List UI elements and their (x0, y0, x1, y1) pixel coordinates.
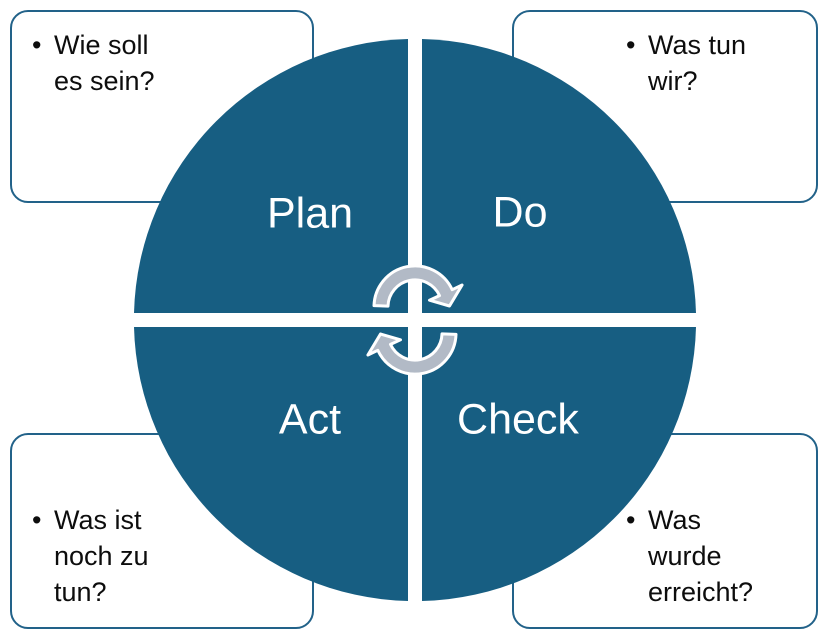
list-item: • Was ist noch zu tun? (12, 435, 312, 610)
quadrant-act (134, 327, 408, 601)
list-item: • Wie soll es sein? (12, 12, 312, 99)
list-item: • Was tun wir? (514, 12, 816, 99)
quadrant-check (422, 327, 696, 601)
note-text-top-left: Wie soll es sein? (54, 30, 155, 96)
quadrant-label-plan: Plan (266, 189, 354, 238)
bullet-icon: • (32, 30, 42, 60)
list-item: • Was wurde erreicht? (514, 435, 816, 610)
cycle-arrow-top (372, 264, 464, 308)
bullet-icon: • (32, 505, 42, 535)
quadrant-plan (134, 39, 408, 313)
note-text-bottom-right: Was wurde erreicht? (648, 505, 754, 607)
quadrant-label-do: Do (492, 188, 548, 237)
bullet-icon: • (626, 505, 636, 535)
quadrant-do (422, 39, 696, 313)
cycle-arrows-icon (366, 264, 464, 376)
cycle-arrow-bottom (366, 332, 458, 376)
bullet-icon: • (626, 30, 636, 60)
note-text-top-right: Was tun wir? (648, 30, 747, 96)
note-text-bottom-left: Was ist noch zu tun? (54, 505, 149, 607)
quadrant-label-act: Act (278, 395, 342, 444)
quadrant-label-check: Check (457, 395, 579, 444)
